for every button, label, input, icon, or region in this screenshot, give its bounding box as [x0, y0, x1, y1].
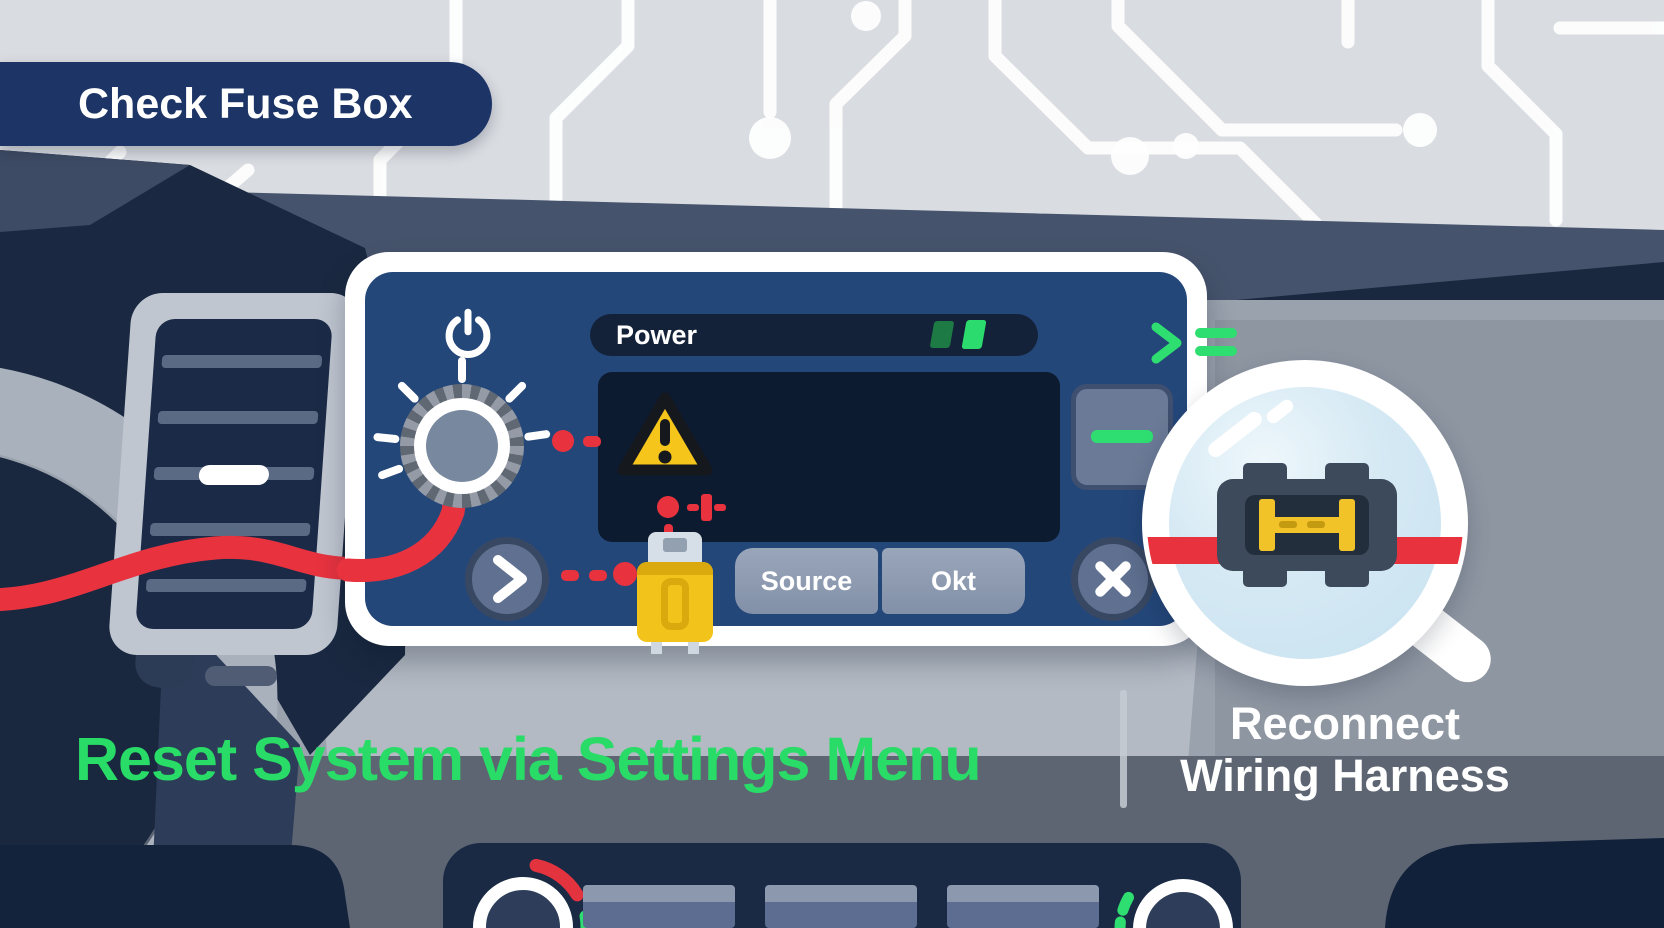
knob-tick	[503, 380, 528, 405]
source-button[interactable]: Source	[735, 548, 878, 614]
equals-icon	[1195, 346, 1237, 356]
fuse-leg	[688, 642, 699, 654]
warning-triangle-icon	[617, 392, 713, 476]
connector-fuse	[1259, 499, 1275, 551]
chevron-right-icon	[493, 555, 527, 603]
caption-reconnect-line2: Wiring Harness	[1180, 750, 1510, 802]
fuse-notch	[663, 538, 687, 552]
power-status-label: Power	[616, 320, 698, 350]
error-dash	[664, 524, 673, 539]
knob-tick	[396, 380, 421, 405]
caption-reconnect-line1: Reconnect	[1229, 698, 1461, 749]
magnifier-clip	[1147, 365, 1463, 681]
climate-button-2[interactable]	[765, 885, 917, 928]
fuse-stripe	[637, 562, 713, 575]
climate-button-3[interactable]	[947, 885, 1099, 928]
caption-divider	[1120, 690, 1127, 808]
climate-panel	[443, 843, 1252, 928]
power-icon	[445, 308, 491, 358]
connector-fuse-mark	[1279, 521, 1297, 528]
chevron-right-icon	[1151, 322, 1182, 364]
ok-button[interactable]: Okt	[882, 548, 1025, 614]
climate-button-1[interactable]	[583, 885, 735, 928]
fuse-leg	[651, 642, 662, 654]
fuse-symbol-small	[687, 504, 699, 511]
knob-tick	[458, 357, 466, 383]
fuse-slot	[661, 578, 689, 630]
badge-label: Check Fuse Box	[78, 80, 413, 128]
button-row: Source Okt	[735, 548, 1025, 614]
wire-node-dot	[613, 562, 637, 586]
fuse-symbol-small	[714, 504, 726, 511]
climate-buttons	[583, 885, 1099, 928]
error-dot	[657, 496, 679, 518]
head-unit-panel: Power	[365, 272, 1237, 654]
knob-core	[426, 410, 498, 482]
wire-dash	[561, 570, 579, 581]
connector-socket	[1245, 495, 1369, 555]
equals-icon	[1195, 328, 1237, 338]
caption-reconnect-harness: Reconnect Wiring Harness	[1160, 698, 1530, 802]
connector-fuse	[1339, 499, 1355, 551]
green-bar-indicator	[1091, 430, 1153, 443]
next-chevron-button[interactable]	[465, 537, 549, 621]
power-status-pill: Power	[590, 314, 1038, 356]
connector-fuse-mark	[1307, 521, 1325, 528]
volume-knob[interactable]	[373, 357, 551, 514]
fuse-icon	[637, 532, 713, 654]
fuse-symbol-small	[701, 494, 712, 521]
wiring-connector	[1217, 463, 1397, 587]
wire-dash	[589, 570, 607, 581]
wire-dash	[583, 436, 601, 447]
wire-node-dot	[552, 430, 574, 452]
magnifier	[1142, 360, 1501, 692]
caption-reset-system: Reset System via Settings Menu	[75, 725, 982, 793]
step-badge-check-fuse-box: Check Fuse Box	[0, 62, 492, 146]
